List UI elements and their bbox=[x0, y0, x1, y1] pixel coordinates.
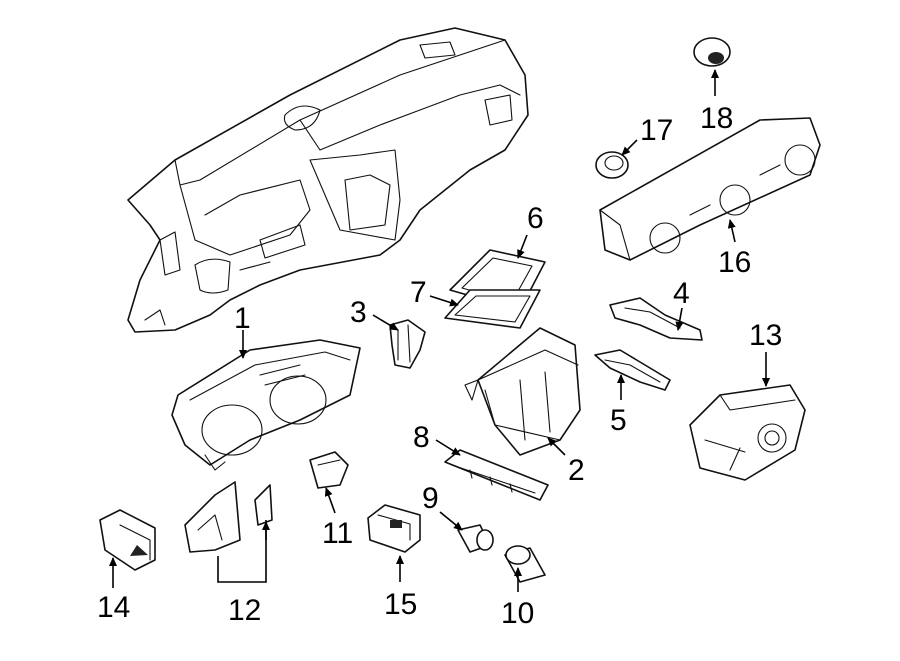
part-14-hazard-switch bbox=[99, 509, 156, 571]
leader-7 bbox=[429, 295, 459, 307]
callout-13: 13 bbox=[749, 319, 782, 352]
leader-3 bbox=[372, 314, 399, 331]
callout-1: 1 bbox=[234, 302, 251, 335]
part-5-bracket bbox=[594, 349, 671, 391]
callout-2: 2 bbox=[568, 454, 585, 487]
dashboard-outline bbox=[127, 27, 529, 333]
part-2-console-bin bbox=[464, 327, 581, 456]
part-7-mat bbox=[444, 289, 541, 329]
part-15-switch bbox=[367, 504, 421, 553]
callout-5: 5 bbox=[610, 404, 627, 437]
callout-labels: 1 2 3 4 5 6 7 8 9 10 11 12 13 14 15 16 1… bbox=[97, 102, 782, 630]
leader-12 bbox=[217, 520, 267, 583]
part-1-instrument-cluster bbox=[171, 339, 361, 471]
leader-2 bbox=[547, 437, 566, 456]
callout-15: 15 bbox=[384, 588, 417, 621]
callout-14: 14 bbox=[97, 591, 130, 624]
callout-4: 4 bbox=[673, 277, 690, 310]
part-17-knob bbox=[595, 151, 629, 179]
part-10-socket-housing bbox=[504, 545, 546, 583]
callout-11: 11 bbox=[322, 517, 353, 550]
part-12-cover bbox=[184, 481, 273, 553]
leader-lines bbox=[109, 69, 770, 592]
callout-10: 10 bbox=[501, 597, 534, 630]
callout-12: 12 bbox=[228, 594, 261, 627]
part-18-button bbox=[693, 37, 731, 67]
part-3-bracket bbox=[389, 319, 426, 369]
part-13-light-switch bbox=[689, 384, 806, 481]
part-8-switch-panel bbox=[444, 449, 549, 501]
leader-9 bbox=[439, 511, 463, 531]
leader-6 bbox=[517, 234, 528, 259]
leader-4 bbox=[675, 307, 684, 331]
callout-6: 6 bbox=[527, 202, 544, 235]
callout-16: 16 bbox=[718, 246, 751, 279]
leader-8 bbox=[435, 439, 461, 456]
part-16-climate-control bbox=[599, 117, 821, 261]
leader-16 bbox=[727, 219, 736, 243]
leader-17 bbox=[621, 139, 638, 156]
callout-3: 3 bbox=[350, 296, 367, 329]
part-9-socket bbox=[457, 524, 494, 553]
callout-17: 17 bbox=[640, 114, 673, 147]
leader-11 bbox=[324, 487, 336, 514]
callout-7: 7 bbox=[410, 276, 427, 309]
callout-9: 9 bbox=[422, 482, 439, 515]
part-11-switch bbox=[309, 451, 349, 489]
callout-8: 8 bbox=[413, 421, 430, 454]
callout-18: 18 bbox=[700, 102, 733, 135]
